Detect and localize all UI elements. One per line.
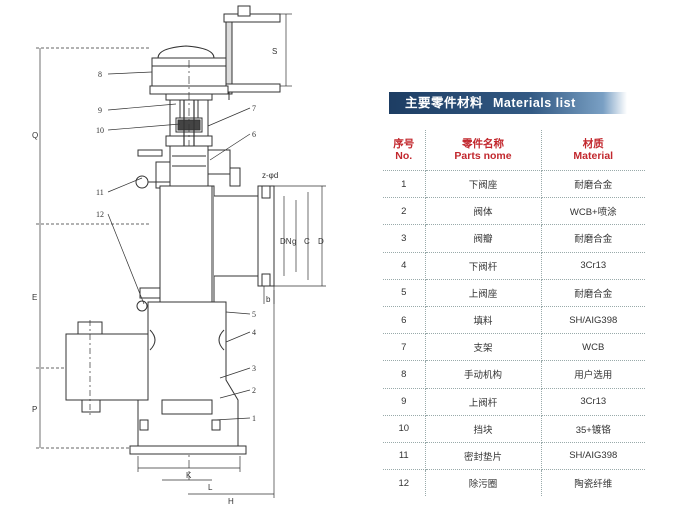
dim-label-dn: DN [280, 237, 292, 246]
dim-label-b: b [266, 295, 271, 304]
callout-6: 6 [252, 130, 256, 139]
row-material: 耐磨合金 [540, 169, 645, 199]
leader-lines [107, 71, 251, 421]
row-material: SH/AIG398 [540, 441, 645, 471]
materials-header-row: 序号 No. 零件名称 Parts nome 材质 Material [383, 130, 645, 171]
callout-3: 3 [252, 364, 256, 373]
row-material: 3Cr13 [540, 251, 645, 280]
callout-2: 2 [252, 386, 256, 395]
row-no: 5 [383, 278, 426, 307]
callout-10: 10 [96, 126, 104, 135]
row-part-name: 上阀杆 [424, 387, 542, 416]
dim-label-q: Q [32, 131, 38, 140]
callout-11: 11 [96, 188, 104, 197]
callout-9: 9 [98, 106, 102, 115]
header-name-cn: 零件名称 [462, 138, 504, 150]
row-no: 7 [383, 333, 426, 362]
dim-label-k: K [186, 471, 192, 480]
row-material: WCB [540, 333, 645, 362]
dim-label-e: E [32, 293, 37, 302]
header-no: 序号 No. [383, 130, 426, 171]
row-material: 3Cr13 [540, 387, 645, 416]
row-no: 9 [383, 387, 426, 416]
row-part-name: 阀体 [424, 197, 542, 226]
callout-4: 4 [252, 328, 256, 337]
row-no: 10 [383, 414, 426, 443]
row-material: 用户选用 [540, 360, 645, 389]
row-no: 11 [383, 441, 426, 471]
dim-label-l: L [208, 483, 213, 492]
row-material: 35+镀铬 [540, 414, 645, 443]
valve-body-upper [159, 185, 275, 303]
header-material-cn: 材质 [582, 138, 604, 150]
row-no: 3 [383, 224, 426, 253]
header-material: 材质 Material [540, 130, 645, 171]
header-no-cn: 序号 [393, 138, 415, 150]
row-no: 1 [383, 169, 426, 199]
materials-title-bar: 主要零件材料 Materials list [389, 92, 627, 114]
row-part-name: 下阀座 [424, 169, 542, 199]
flange-note: z-φd [262, 171, 278, 180]
header-name-en: Parts nome [454, 150, 512, 162]
row-material: WCB+喷涂 [540, 197, 645, 226]
row-part-name: 下阀杆 [424, 251, 542, 280]
row-no: 8 [383, 360, 426, 389]
row-no: 6 [383, 305, 426, 335]
yoke [165, 100, 213, 147]
row-part-name: 除污圈 [424, 469, 542, 497]
materials-title-cn: 主要零件材料 [405, 96, 484, 110]
materials-title-en: Materials list [493, 96, 576, 110]
callout-5: 5 [252, 310, 256, 319]
row-material: 耐磨合金 [540, 224, 645, 253]
header-no-en: No. [395, 150, 413, 162]
callout-7: 7 [252, 104, 256, 113]
row-part-name: 手动机构 [424, 360, 542, 389]
header-name: 零件名称 Parts nome [424, 130, 542, 171]
row-part-name: 填料 [424, 305, 542, 335]
dim-label-g: g [292, 237, 296, 246]
valve-section-drawing: S Q E P K L H DN g C D b z-φd 8 9 10 11 … [32, 5, 326, 506]
callout-12: 12 [96, 210, 104, 219]
row-part-name: 支架 [424, 333, 542, 362]
callout-1: 1 [252, 414, 256, 423]
dim-label-c: C [304, 237, 310, 246]
dim-label-s: S [272, 47, 277, 56]
row-material: SH/AIG398 [540, 305, 645, 335]
dimension-lines [36, 13, 326, 498]
header-material-en: Material [573, 150, 614, 162]
valve-body-lower [129, 301, 247, 455]
dim-label-p: P [32, 405, 37, 414]
materials-panel: 主要零件材料 Materials list 序号 No. 零件名称 Parts … [383, 92, 645, 497]
row-no: 2 [383, 197, 426, 226]
row-no: 4 [383, 251, 426, 280]
inlet-pipe [65, 320, 149, 416]
row-part-name: 密封垫片 [424, 441, 542, 471]
callout-8: 8 [98, 70, 102, 79]
row-part-name: 阀瓣 [424, 224, 542, 253]
dim-label-h: H [228, 497, 234, 506]
row-part-name: 挡块 [424, 414, 542, 443]
row-no: 12 [383, 469, 426, 497]
row-material: 陶瓷纤维 [540, 469, 645, 497]
dim-label-d: D [318, 237, 324, 246]
row-part-name: 上阀座 [424, 278, 542, 307]
row-material: 耐磨合金 [540, 278, 645, 307]
